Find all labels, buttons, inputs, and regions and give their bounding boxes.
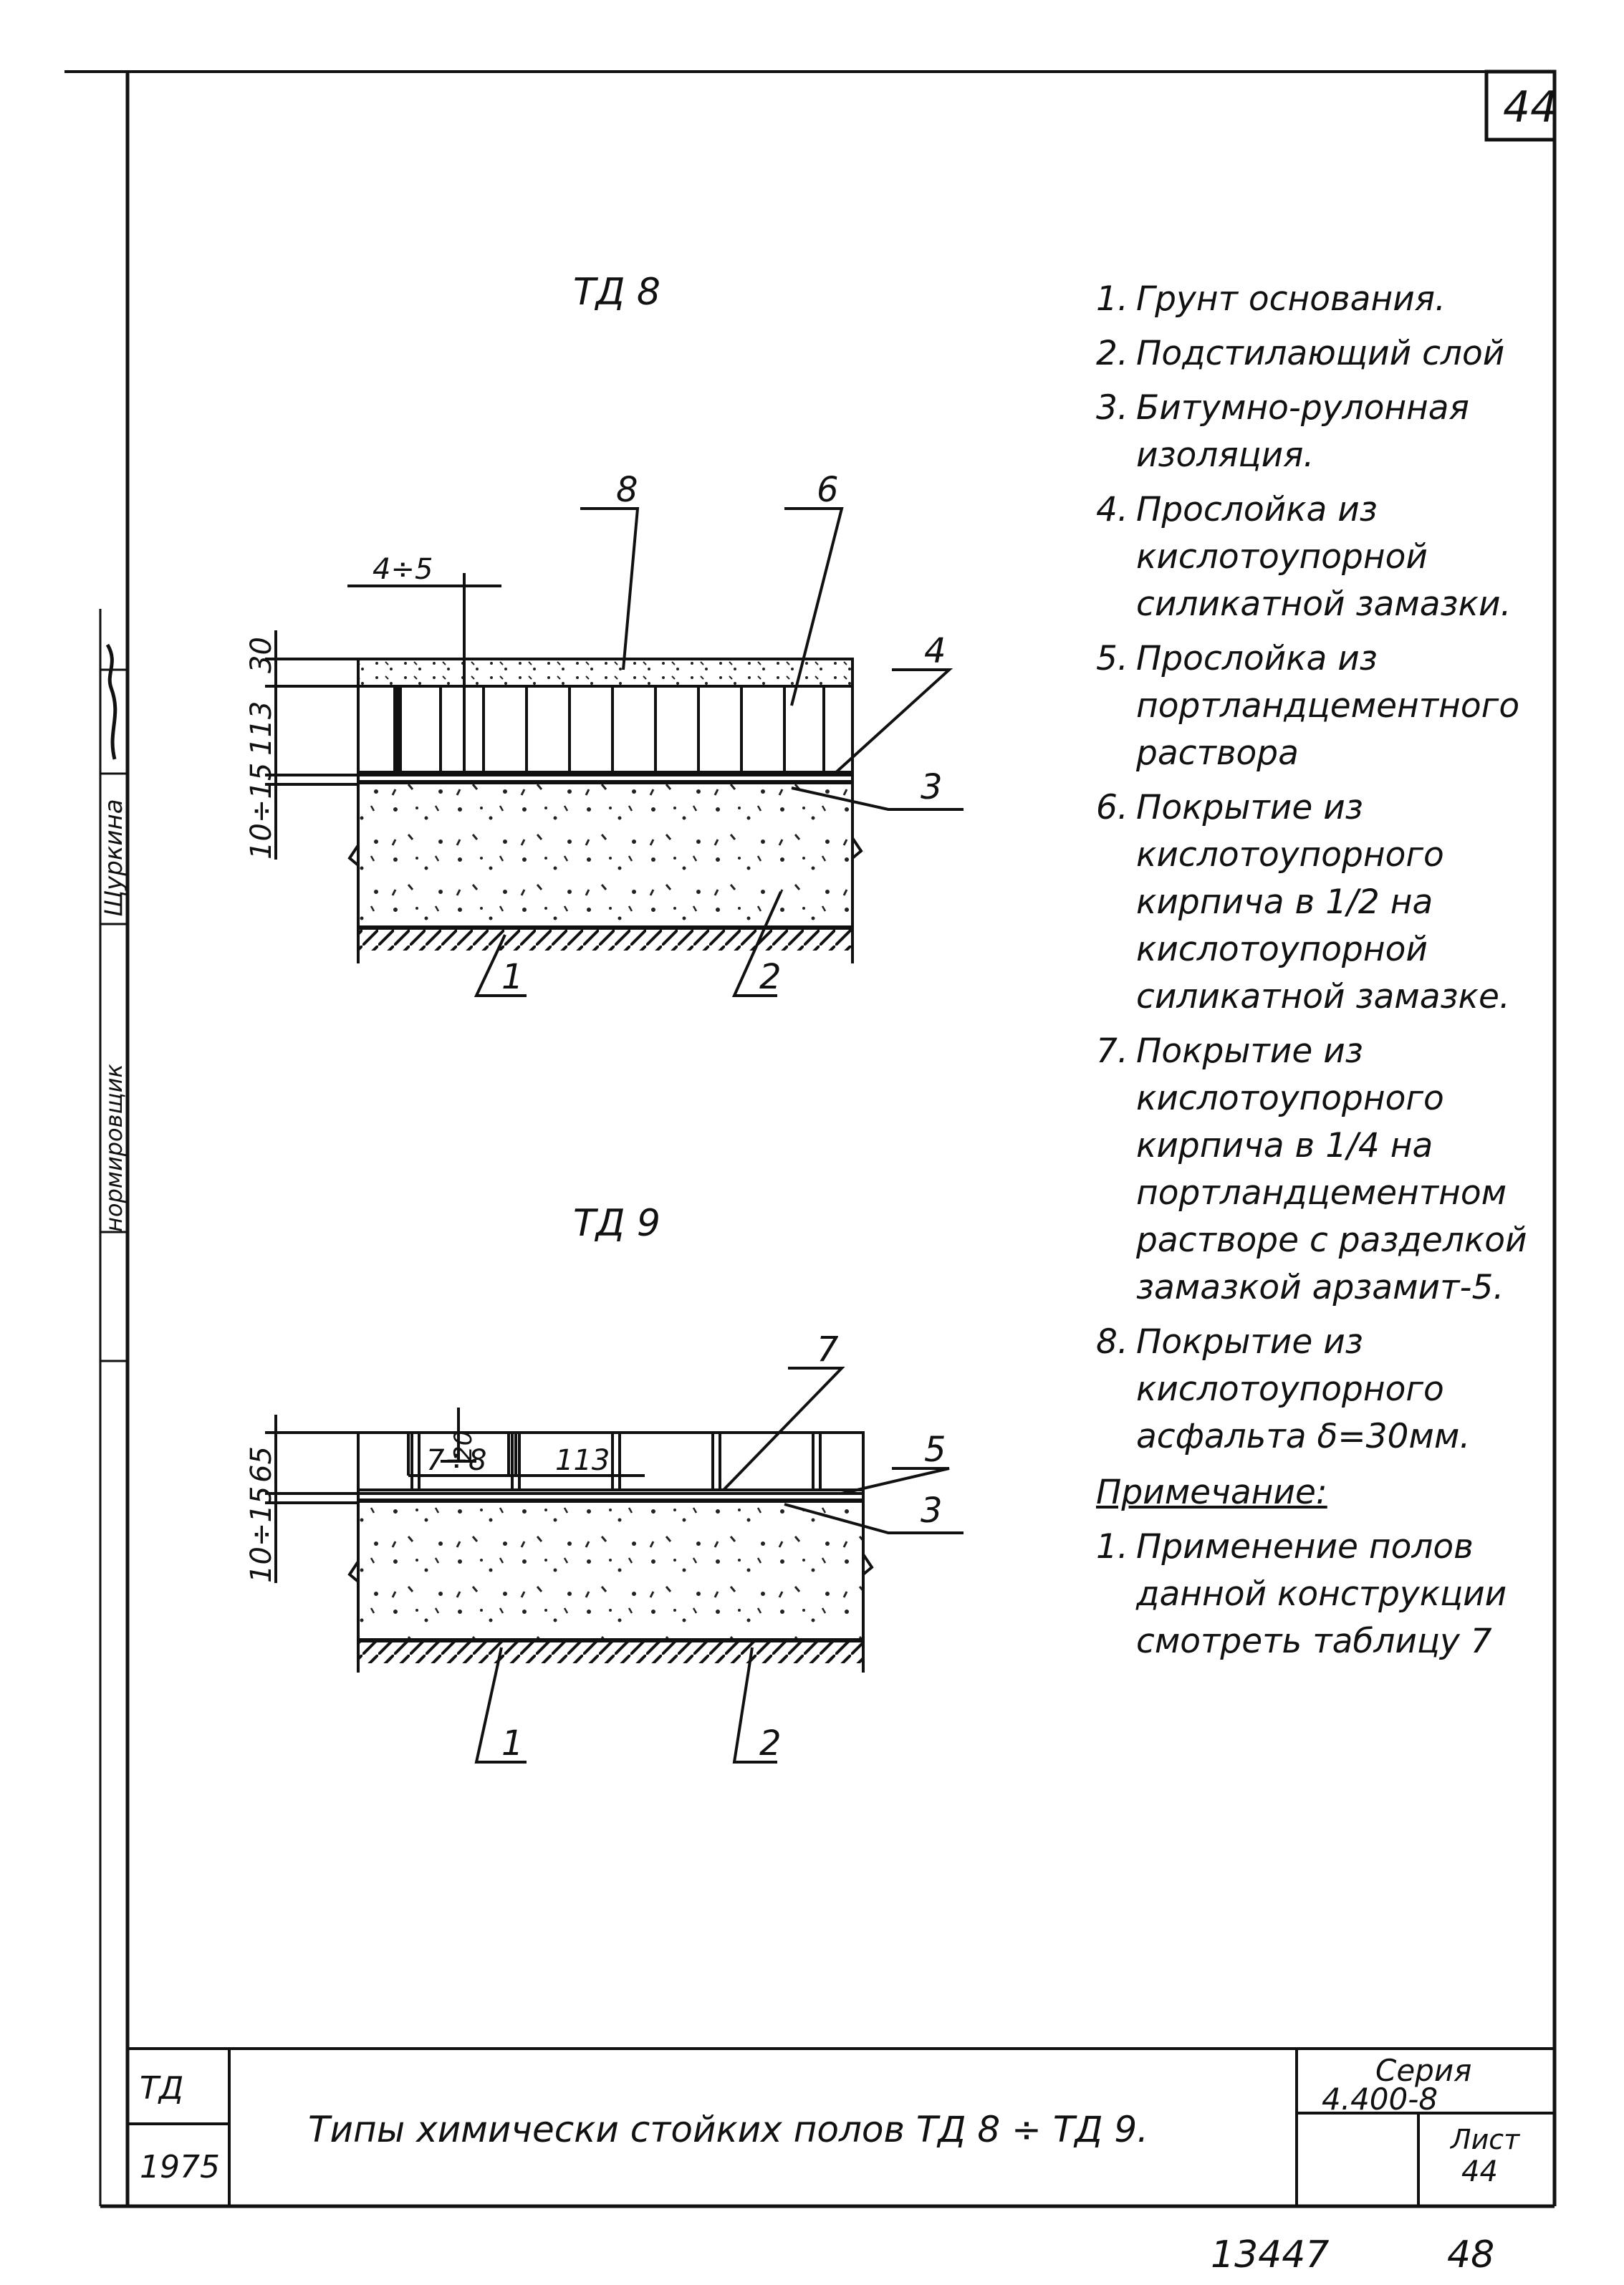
td8-callout-8: 8	[616, 470, 638, 510]
drawing-td8-title: ТД 8	[573, 271, 660, 314]
td9-dim-10-15: 10÷15	[245, 1486, 278, 1583]
legend-item-text: Битумно-рулонная изоляция.	[1136, 388, 1469, 475]
side-stamp-signature	[105, 643, 117, 760]
archive-number: 13447	[1211, 2233, 1329, 2276]
legend-item-number: 6.	[1096, 788, 1128, 827]
td8-callout-1: 1	[501, 957, 524, 997]
drawing-td9-title: ТД 9	[573, 1202, 660, 1245]
td9-callout-7: 7	[817, 1329, 839, 1370]
side-stamp: нормировщик Щуркина	[100, 643, 128, 1232]
page-mark: 48	[1447, 2233, 1494, 2276]
legend-item: 5. Прослойка из портландцементного раств…	[1096, 635, 1540, 777]
legend-item-number: 5.	[1096, 639, 1128, 678]
legend-item-number: 8.	[1096, 1322, 1128, 1362]
legend-item-text: Прослойка из кислотоупорной силикатной з…	[1136, 490, 1512, 624]
td8-asphalt-layer	[357, 658, 854, 688]
td9-dim-joint: 7÷8	[426, 1444, 486, 1477]
sheet-number: 44	[1503, 82, 1557, 133]
title-block-title: Типы химически стойких полов ТД 8 ÷ ТД 9…	[308, 2109, 1148, 2150]
td9-callout-5: 5	[924, 1430, 946, 1470]
td8-leaders	[474, 507, 964, 997]
td9-dim-65: 65	[245, 1446, 278, 1483]
legend-item: 7. Покрытие из кислотоупорного кирпича в…	[1096, 1028, 1540, 1312]
title-block-year: 1975	[140, 2149, 220, 2185]
note-item-text: Применение полов данной конструкции смот…	[1136, 1527, 1507, 1661]
title-block-sheet-value: 44	[1461, 2155, 1498, 2188]
td9-leaders	[474, 1367, 964, 1764]
title-block-series-value: 4.400-8	[1322, 2082, 1438, 2117]
title-block-code: ТД	[140, 2070, 183, 2107]
legend-item-text: Грунт основания.	[1136, 279, 1446, 319]
td8-brick-layer	[357, 685, 854, 774]
td8-dim-113: 113	[245, 701, 278, 756]
td8-vertical-dimensions	[265, 630, 358, 860]
legend-item: 8. Покрытие из кислотоупорного асфальта …	[1096, 1319, 1540, 1461]
legend-item: 3. Битумно-рулонная изоляция.	[1096, 385, 1540, 479]
td9-dim-113: 113	[555, 1444, 610, 1477]
legend-item-text: Покрытие из кислотоупорного кирпича в 1/…	[1136, 1031, 1527, 1307]
td9-concrete-subbase	[358, 1503, 863, 1640]
td8-callout-2: 2	[759, 957, 782, 997]
legend-item-number: 4.	[1096, 490, 1128, 529]
td9-ground	[358, 1640, 863, 1663]
legend-item-text: Подстилающий слой	[1136, 334, 1505, 373]
legend-item-text: Покрытие из кислотоупорного кирпича в 1/…	[1136, 788, 1510, 1016]
td9-callout-2: 2	[759, 1723, 782, 1764]
td9-callout-3: 3	[921, 1491, 943, 1531]
td8-dim-30: 30	[245, 637, 278, 673]
legend-item-number: 2.	[1096, 334, 1128, 373]
title-block-series-label: Серия	[1375, 2053, 1471, 2088]
legend-item-text: Прослойка из портландцементного раствора	[1136, 639, 1520, 773]
legend-item: 1. Грунт основания.	[1096, 276, 1540, 323]
td8-dim-joint: 4÷5	[373, 553, 433, 586]
td8-callout-4: 4	[924, 631, 946, 671]
td8-callout-6: 6	[817, 470, 839, 510]
td9-dim-20: 20	[449, 1430, 478, 1461]
legend-item: 4. Прослойка из кислотоупорной силикатно…	[1096, 486, 1540, 628]
note-item-number: 1.	[1096, 1527, 1128, 1567]
title-block-grid	[128, 2047, 1555, 2206]
td9-vertical-dimensions	[265, 1415, 358, 1583]
sheet-frame	[64, 69, 1557, 2208]
legend: 1. Грунт основания. 2. Подстилающий слой…	[1096, 276, 1540, 1673]
drawing-td8: ТД 8	[245, 271, 964, 997]
td8-concrete-subbase	[358, 784, 852, 928]
td9-joint-dimensions	[407, 1408, 645, 1477]
side-stamp-name: Щуркина	[100, 799, 128, 917]
td9-callout-1: 1	[501, 1723, 524, 1764]
legend-item-number: 3.	[1096, 388, 1128, 428]
drawing-td9: ТД 9 65 10	[245, 1202, 964, 1764]
title-block-sheet-label: Лист	[1449, 2124, 1521, 2155]
td8-dim-10-15: 10÷15	[245, 763, 278, 860]
td8-ground	[358, 928, 852, 951]
note-title: Примечание:	[1096, 1473, 1327, 1512]
legend-item-number: 7.	[1096, 1031, 1128, 1071]
legend-item-number: 1.	[1096, 279, 1128, 319]
legend-item-text: Покрытие из кислотоупорного асфальта δ=3…	[1136, 1322, 1471, 1456]
legend-item: 6. Покрытие из кислотоупорного кирпича в…	[1096, 784, 1540, 1021]
side-stamp-role: нормировщик	[100, 1064, 128, 1232]
legend-item: 2. Подстилающий слой	[1096, 330, 1540, 377]
note-item: 1. Применение полов данной конструкции с…	[1096, 1524, 1540, 1665]
td8-callout-3: 3	[921, 767, 943, 807]
